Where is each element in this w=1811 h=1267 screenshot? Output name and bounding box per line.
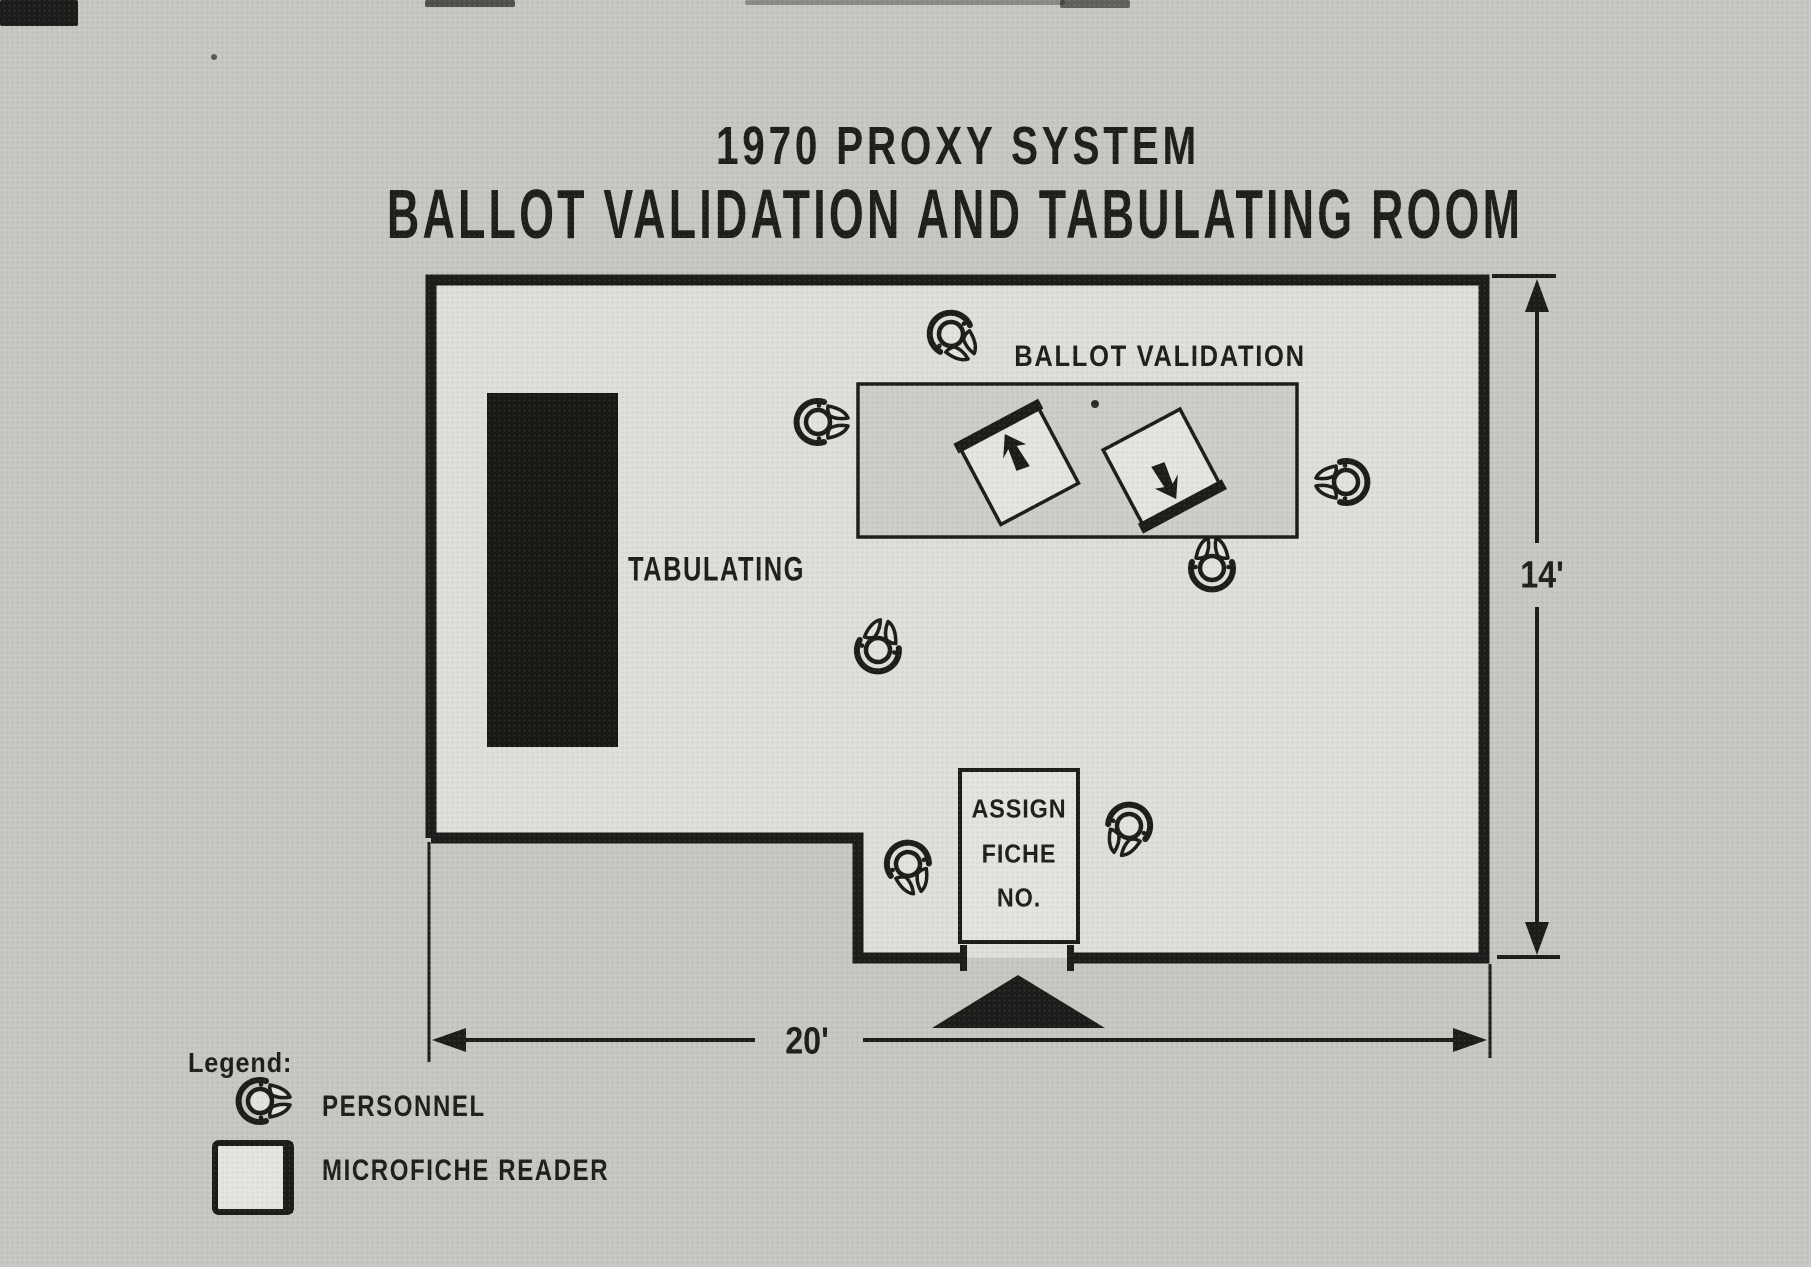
ballot-validation-table bbox=[856, 382, 1299, 539]
page-title-room: BALLOT VALIDATION AND TABULATING ROOM bbox=[386, 175, 1524, 253]
microfiche-readers-layer bbox=[953, 398, 1227, 534]
assign-fiche-station bbox=[958, 768, 1080, 944]
scan-artifact bbox=[211, 54, 217, 60]
microfiche-reader bbox=[1100, 406, 1227, 534]
tabulating-label: TABULATING bbox=[628, 550, 805, 589]
arrowhead-up-icon bbox=[1525, 279, 1549, 312]
assign-fiche-line2: FICHE bbox=[981, 838, 1057, 869]
room-outline-walls bbox=[425, 274, 1490, 964]
reader-screen-band bbox=[953, 398, 1044, 454]
entrance-direction-arrow bbox=[932, 975, 1105, 1028]
legend-personnel-label: PERSONNEL bbox=[322, 1090, 486, 1123]
ballot-validation-label: BALLOT VALIDATION bbox=[1014, 340, 1306, 373]
legend-personnel-icon bbox=[239, 1080, 290, 1122]
feed-direction-arrow-icon bbox=[1003, 434, 1030, 471]
legend-heading: Legend: bbox=[188, 1047, 293, 1078]
height-dimension-label: 14' bbox=[1520, 554, 1564, 597]
scan-artifact bbox=[745, 0, 1065, 5]
arrowhead-down-icon bbox=[1525, 922, 1549, 955]
tabulating-area-block bbox=[487, 393, 618, 747]
feed-direction-arrow-icon bbox=[1151, 462, 1178, 499]
door-jamb-tick bbox=[960, 945, 967, 971]
door-jamb-tick bbox=[1067, 945, 1074, 971]
arrowhead-left-icon bbox=[432, 1028, 466, 1052]
width-dimension-label: 20' bbox=[785, 1020, 829, 1063]
dimension-line-width bbox=[427, 842, 1492, 1062]
assign-fiche-line3: NO. bbox=[996, 882, 1042, 913]
legend-microfiche-icon bbox=[212, 1140, 294, 1215]
microfiche-reader bbox=[953, 398, 1081, 527]
assign-fiche-line1: ASSIGN bbox=[971, 793, 1067, 824]
scan-artifact bbox=[1060, 0, 1130, 8]
dimension-line-height bbox=[1492, 274, 1560, 959]
reader-screen-band bbox=[1137, 479, 1227, 534]
scan-artifact bbox=[1091, 400, 1099, 408]
arrowhead-right-icon bbox=[1453, 1028, 1487, 1052]
page-title-system: 1970 PROXY SYSTEM bbox=[716, 116, 1200, 176]
legend-microfiche-label: MICROFICHE READER bbox=[322, 1154, 610, 1187]
scan-artifact bbox=[425, 0, 515, 7]
scan-artifact bbox=[0, 0, 78, 26]
